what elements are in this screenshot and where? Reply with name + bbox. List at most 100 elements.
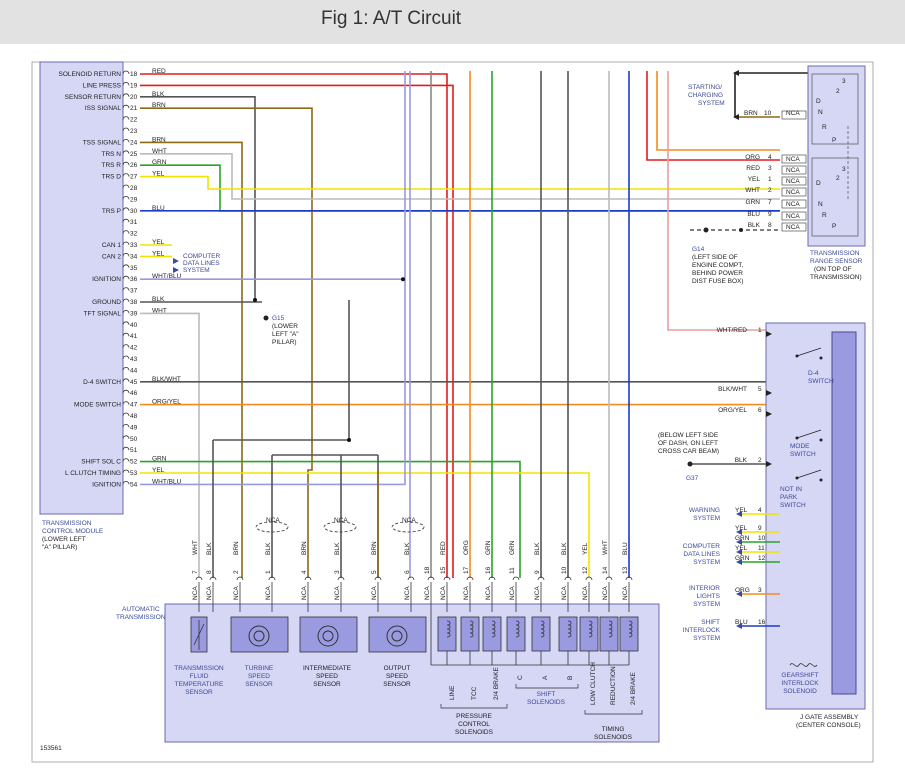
switch-blade — [796, 469, 822, 479]
tcm-pin-number: 42 — [130, 345, 138, 352]
solenoid-icon — [531, 616, 551, 652]
wire-wht-trs-n — [140, 153, 780, 200]
sensor-label: OUTPUT — [384, 665, 411, 672]
trs-wire-label: YEL — [748, 176, 761, 183]
tcm-title-line: CONTROL MODULE — [42, 528, 104, 535]
jgate-out-pin: 3 — [758, 587, 762, 594]
tcm-pin-number: 43 — [130, 356, 138, 363]
connector-icon — [122, 196, 130, 200]
tcm-pin-number: 32 — [130, 231, 138, 238]
tcm-title-line: "A" PILLAR) — [42, 544, 77, 551]
timing-group-label: SOLENOIDS — [594, 734, 633, 741]
jgate-out-wire-label: YEL — [735, 507, 748, 514]
connector-icon — [122, 401, 130, 405]
tcm-wire-label: BLU — [152, 205, 165, 212]
tcm-pin-number: 46 — [130, 390, 138, 397]
coil-symbol — [628, 620, 633, 638]
tcm-pin-number: 53 — [130, 470, 138, 477]
jgate-wire-label: WHT/RED — [717, 327, 748, 334]
connector-icon — [766, 331, 772, 337]
trans-pin-number: 14 — [602, 566, 609, 574]
wires — [140, 71, 808, 578]
tcm-pin-number: 27 — [130, 174, 138, 181]
page-title: Fig 1: A/T Circuit — [321, 8, 462, 29]
switch-blade — [796, 429, 822, 439]
trs-position-upper: D — [816, 98, 821, 105]
tcm-pin-label: TRS D — [102, 174, 122, 181]
arrow-left-icon — [733, 70, 739, 76]
coil-symbol — [789, 663, 818, 667]
tcm-pin-number: 39 — [130, 310, 138, 317]
jgate-out-wire-label: YEL — [735, 525, 748, 532]
connector-icon — [466, 576, 474, 581]
trs-start-wire: BRN — [744, 110, 758, 117]
trs-box — [807, 65, 866, 247]
trs-position-upper: 3 — [842, 78, 846, 85]
trans-nca-label: NCA — [509, 586, 516, 600]
cdl-right-label: SYSTEM — [693, 559, 720, 566]
trs-title-line: (ON TOP OF — [814, 266, 852, 273]
connector-icon — [625, 576, 633, 581]
transmission-title: AUTOMATIC — [122, 606, 160, 613]
trans-pin-number: 11 — [509, 567, 516, 574]
coil-symbol — [540, 620, 545, 638]
connector-icon — [122, 424, 130, 428]
jgate-wire-label: BLK — [735, 457, 748, 464]
trans-wire-label: WHT — [192, 540, 199, 555]
g15-label: G15 — [272, 315, 285, 322]
tcm-wire-label: WHT — [152, 307, 167, 314]
jgate-switch-label: SWITCH — [790, 451, 816, 458]
connector-icon — [427, 576, 435, 581]
warning-label: WARNING — [689, 507, 720, 514]
connector-icon — [122, 184, 130, 189]
trans-pin-number: 12 — [582, 566, 589, 574]
coil-symbol — [469, 620, 474, 638]
connector-icon — [564, 576, 572, 581]
trans-wire-label: RED — [440, 541, 447, 555]
starting-label: SYSTEM — [698, 100, 725, 107]
trans-wire-label: BLK — [265, 542, 272, 555]
trs-wire-label: WHT — [745, 187, 760, 194]
wire-yel-trs-d — [140, 175, 780, 190]
splice-dot — [739, 228, 743, 232]
trans-nca-label: NCA — [233, 586, 240, 600]
trans-pin-number: 5 — [371, 570, 378, 574]
tcm-pin-label: TSS SIGNAL — [83, 139, 122, 146]
tcm-box — [39, 61, 124, 515]
connector-icon — [488, 576, 496, 581]
wire-brn-tss — [140, 141, 243, 578]
tcm-wire-label: BLK/WHT — [152, 376, 181, 383]
resistor-symbol — [193, 620, 205, 650]
timing-group-label: TIMING — [602, 726, 625, 733]
sensor-label: TRANSMISSION — [174, 665, 224, 672]
trans-wire-label: GRN — [485, 540, 492, 555]
trs-nca-box — [781, 110, 807, 120]
trans-wire-label: BLK — [206, 542, 213, 555]
sensor-label: TEMPERATURE — [175, 681, 224, 688]
splice-dot — [401, 277, 405, 282]
connector-icon — [766, 390, 772, 396]
trs-start-nca: NCA — [786, 110, 800, 117]
wire-grn-trs-r — [140, 164, 780, 212]
trans-wire-label: BLU — [622, 542, 629, 555]
trans-nca-label: NCA — [265, 586, 272, 600]
trans-nca-label: NCA — [485, 586, 492, 600]
solenoid-icon — [437, 616, 457, 652]
ground-g15: G15 (LOWER LEFT "A" PILLAR) — [263, 315, 299, 346]
sensor-wheel — [386, 625, 408, 647]
wire-grn-shift-c — [140, 460, 521, 578]
connector-icon — [585, 576, 593, 581]
connector-icon — [122, 275, 130, 280]
interior-label: SYSTEM — [693, 601, 720, 608]
trs-nca-label: NCA — [786, 156, 800, 163]
arrow-right-icon — [173, 267, 179, 273]
trans-wire-label: ORG — [463, 540, 470, 555]
interior-label: INTERIOR — [689, 585, 720, 592]
warning-label: SYSTEM — [693, 515, 720, 522]
connector-icon — [236, 576, 244, 581]
trs-switch-upper — [811, 73, 859, 145]
sensor-label: SPEED — [248, 673, 270, 680]
jgate-out-wire-label: ORG — [735, 587, 750, 594]
connector-icon — [122, 70, 130, 75]
tcm-pin-label: ISS SIGNAL — [85, 105, 122, 112]
